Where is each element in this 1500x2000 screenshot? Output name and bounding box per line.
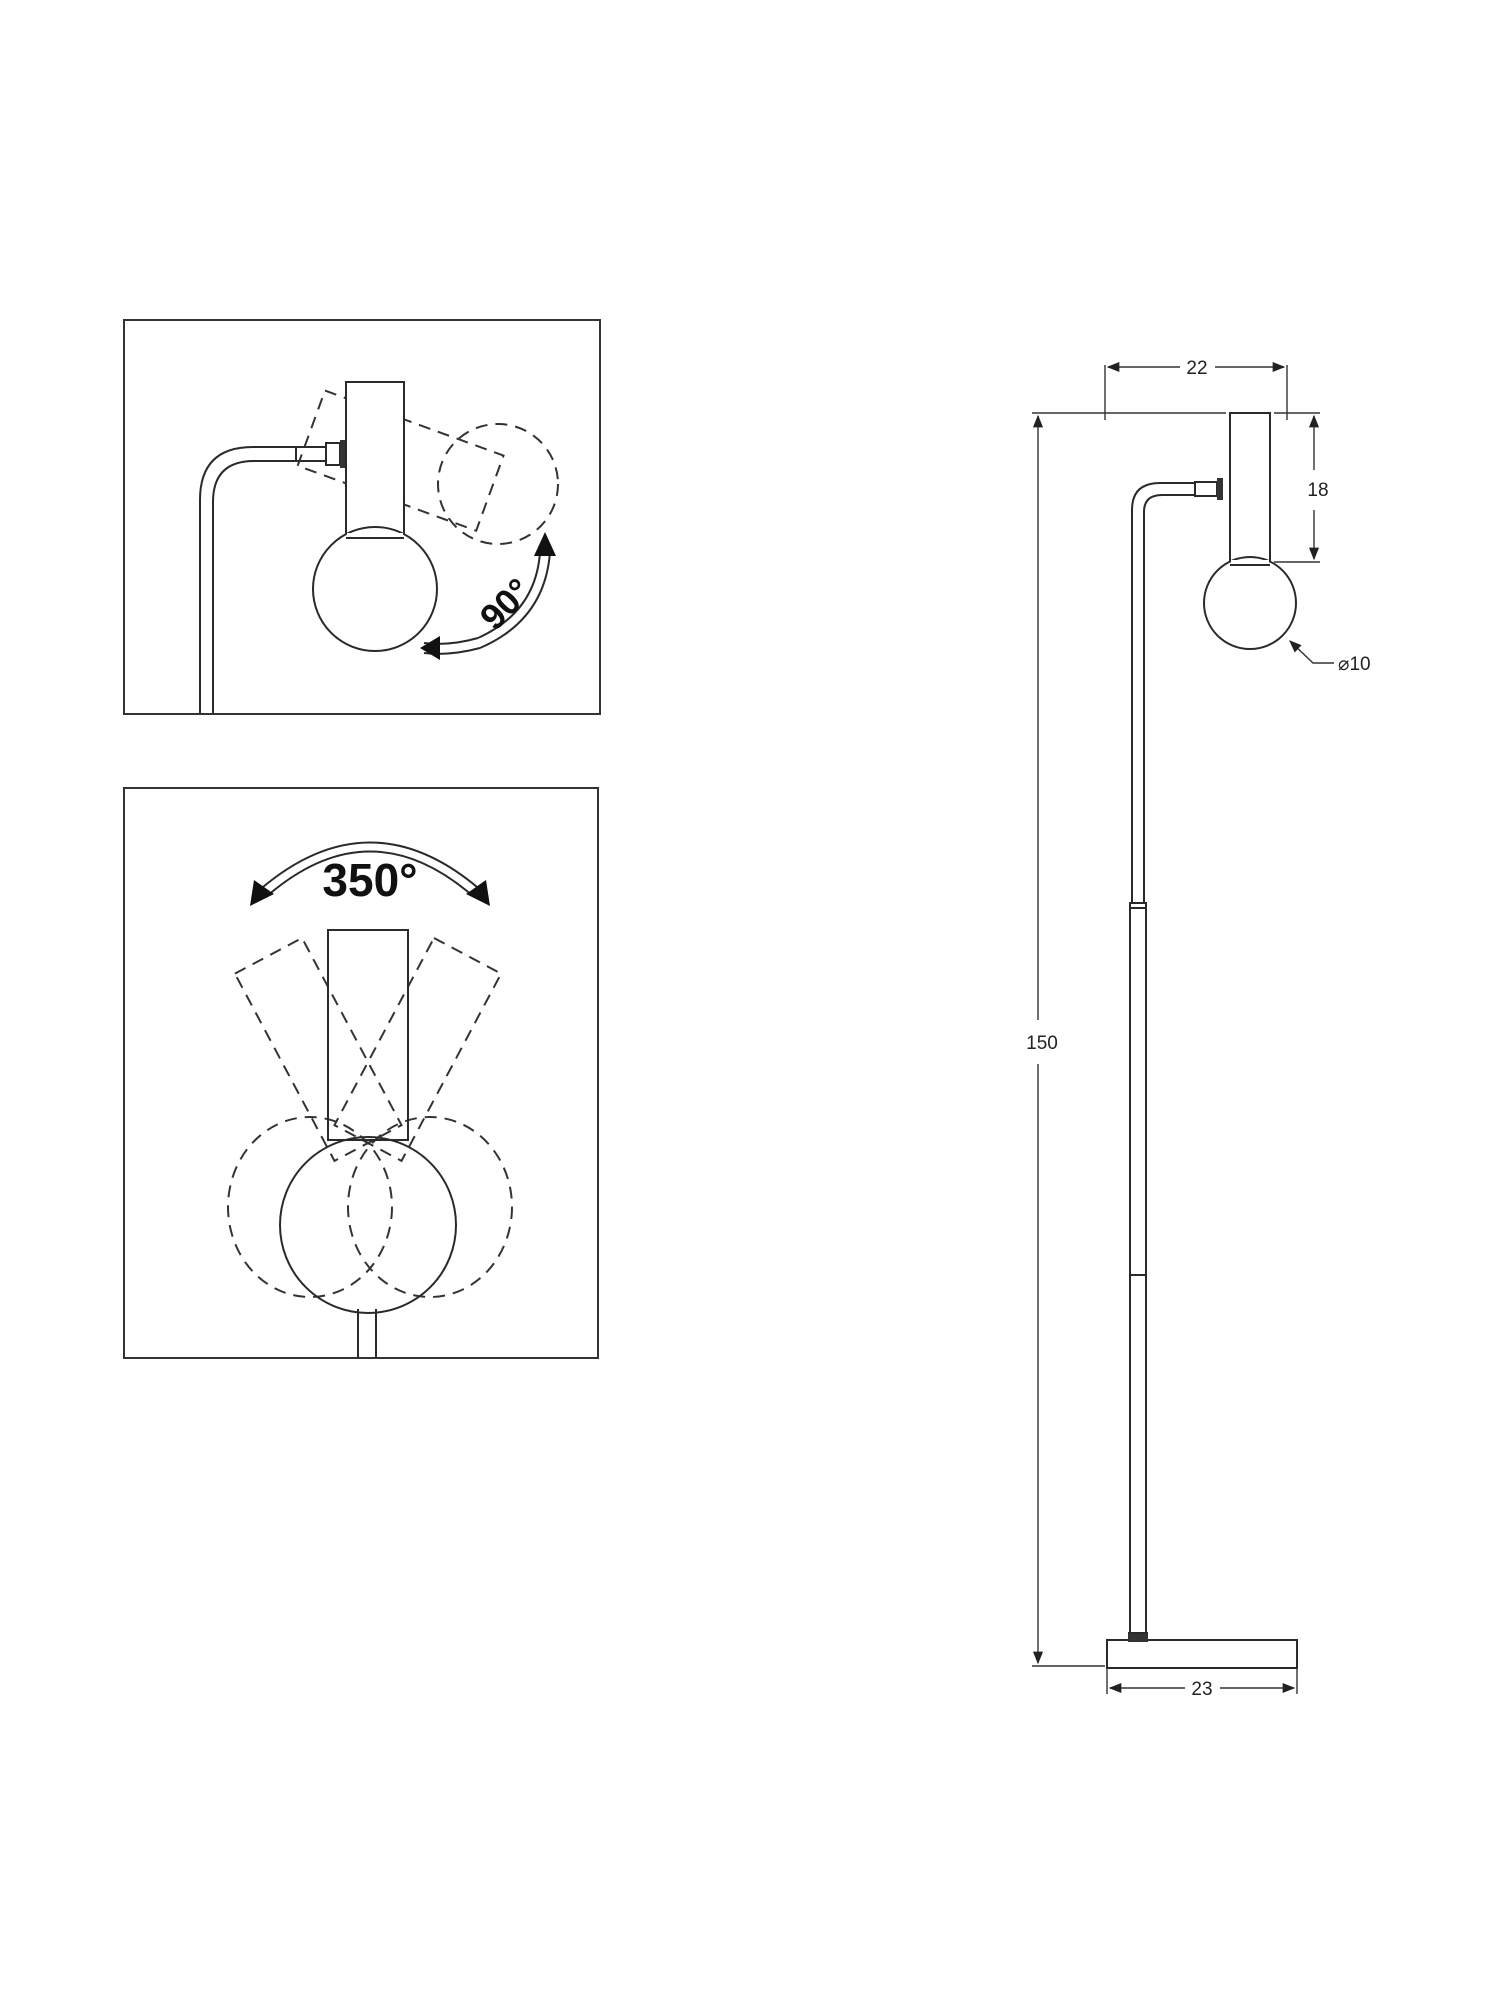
lamp-pivot xyxy=(1217,478,1223,500)
tilt-arc-inner xyxy=(477,551,541,639)
tilt-arrow-head-top xyxy=(534,532,556,556)
swivel-panel-frame xyxy=(123,787,599,1359)
swivel-arrow-head-left xyxy=(250,880,274,906)
lamp-connector xyxy=(1194,481,1218,497)
lamp-globe xyxy=(1203,556,1297,650)
base-width-label: 23 xyxy=(1191,1679,1212,1700)
swivel-globe-left-dashed xyxy=(227,1116,393,1298)
tilt-arrow-head-bottom xyxy=(420,636,440,660)
tilt-stem-inner xyxy=(212,460,296,713)
lamp-upper-stem-outer xyxy=(1131,482,1195,903)
dimension-lines: 22 18 ⌀10 150 23 xyxy=(1026,358,1370,1700)
lamp-base xyxy=(1106,1639,1298,1669)
tilt-pivot xyxy=(340,440,346,468)
tilt-globe-rotated xyxy=(437,423,559,545)
lamp-base-foot xyxy=(1128,1632,1148,1642)
tilt-stem-outer xyxy=(199,446,296,713)
head-height-label: 18 xyxy=(1307,480,1328,501)
swivel-angle-label: 350° xyxy=(322,854,417,906)
lamp-elevation xyxy=(1106,412,1298,1669)
lamp-lower-stem xyxy=(1129,902,1147,1634)
tilt-arc-outer xyxy=(479,551,551,649)
diameter-label: ⌀10 xyxy=(1338,654,1371,675)
lamp-upper-stem-inner xyxy=(1143,494,1195,903)
tilt-head xyxy=(345,381,405,539)
diameter-leader xyxy=(1289,640,1334,664)
swivel-arrow-head-right xyxy=(466,880,490,906)
lamp-head xyxy=(1229,412,1271,566)
tilt-detail-panel: 90° xyxy=(123,319,601,715)
tilt-globe xyxy=(312,526,438,652)
swivel-globe-right-dashed xyxy=(347,1116,513,1298)
total-height-label: 150 xyxy=(1026,1033,1058,1054)
swivel-arc-outer xyxy=(255,841,485,894)
swivel-globe xyxy=(279,1136,457,1314)
tilt-connector-nut xyxy=(325,442,341,466)
swivel-detail-panel: 350° xyxy=(123,787,599,1359)
swivel-head xyxy=(327,929,409,1141)
top-width-label: 22 xyxy=(1186,358,1207,379)
swivel-arc-inner xyxy=(265,850,475,898)
